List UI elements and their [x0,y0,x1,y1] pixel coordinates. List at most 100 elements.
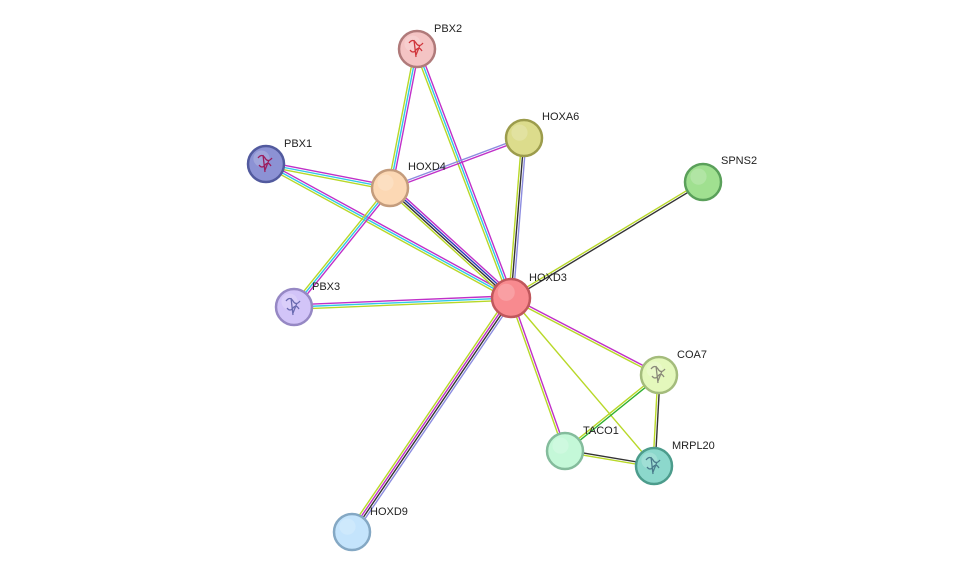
edges-layer [264,47,704,535]
edge-evidence-line [265,165,390,191]
edge-evidence-line [510,180,703,298]
node-highlight [377,174,394,191]
edge-evidence-line [291,186,389,307]
edge-evidence-line [391,185,514,297]
edge-evidence-line [295,188,393,309]
edge-evidence-line [264,165,511,301]
edge-evidence-line [387,189,510,301]
edge-evidence-line [266,161,391,187]
edge-evidence-line [387,48,416,188]
edge-spns2-hoxd3[interactable] [510,180,704,300]
edge-evidence-line [511,182,704,300]
edge-pbx1-hoxd3[interactable] [264,161,513,301]
edge-hoxa6-hoxd4[interactable] [389,136,525,190]
edge-evidence-line [510,297,655,467]
edge-evidence-line [265,163,512,299]
node-hoxd3[interactable]: HOXD3 [490,272,567,319]
edge-hoxd3-coa7[interactable] [510,296,660,377]
edge-pbx1-hoxd4[interactable] [265,161,391,191]
node-hoxd4[interactable]: HOXD4 [370,161,446,208]
node-highlight [497,283,515,301]
edge-evidence-line [352,298,513,534]
node-label: PBX2 [434,23,462,35]
node-circle[interactable] [683,162,723,202]
edge-evidence-line [508,137,523,298]
node-pbx2[interactable]: PBX2 [397,23,462,69]
edge-evidence-line [389,136,524,188]
edge-evidence-line [293,187,391,308]
edge-pbx3-hoxd3[interactable] [293,295,512,310]
edge-evidence-line [418,47,514,298]
node-label: PBX3 [312,281,340,293]
node-highlight [339,518,356,535]
node-highlight [281,293,298,310]
node-pbx3[interactable]: PBX3 [274,281,340,327]
node-label: HOXD9 [370,506,408,518]
edge-evidence-line [390,186,513,298]
edge-evidence-line [293,297,512,308]
node-highlight [253,150,270,167]
edge-evidence-line [414,49,510,300]
edge-hoxd3-mrpl20[interactable] [510,297,655,467]
node-label: MRPL20 [672,440,715,452]
node-circle[interactable] [490,277,532,319]
edge-evidence-line [391,49,420,189]
edge-evidence-line [563,373,659,451]
node-taco1[interactable]: TACO1 [545,425,619,471]
edge-coa7-taco1[interactable] [563,373,661,453]
edge-evidence-line [265,163,391,189]
protein-structure-icon [408,39,424,58]
edge-evidence-line [350,296,511,532]
edge-pbx2-hoxd3[interactable] [414,47,514,300]
edge-evidence-line [266,161,513,297]
edge-evidence-line [511,296,660,375]
protein-structure-icon [257,154,273,173]
edge-evidence-line [294,299,512,310]
node-label: HOXD3 [529,272,567,284]
node-spns2[interactable]: SPNS2 [683,155,757,202]
edge-hoxd3-hoxd9[interactable] [348,295,515,535]
node-circle[interactable] [370,168,410,208]
node-highlight [690,168,707,185]
edge-hoxa6-hoxd3[interactable] [508,137,527,299]
node-circle[interactable] [504,118,544,158]
edge-evidence-line [388,188,511,300]
node-label: COA7 [677,349,707,361]
edge-hoxd4-hoxd3[interactable] [387,185,514,301]
node-hoxa6[interactable]: HOXA6 [504,111,579,158]
protein-structure-icon [285,297,301,316]
edge-evidence-line [512,138,527,299]
node-label: TACO1 [583,425,619,437]
edge-evidence-line [348,295,509,531]
edge-evidence-line [565,375,661,453]
node-hoxd9[interactable]: HOXD9 [332,506,408,552]
edge-evidence-line [390,138,525,190]
edge-evidence-line [509,298,565,452]
edge-evidence-line [510,137,525,299]
edge-evidence-line [511,297,567,451]
edge-evidence-line [293,295,511,306]
protein-structure-icon [645,456,661,475]
edge-pbx2-hoxd4[interactable] [387,48,420,189]
node-pbx1[interactable]: PBX1 [246,138,312,184]
node-label: PBX1 [284,138,312,150]
node-highlight [641,452,658,469]
edge-hoxd3-taco1[interactable] [509,297,567,452]
node-label: HOXA6 [542,111,579,123]
node-mrpl20[interactable]: MRPL20 [634,440,715,486]
edge-evidence-line [354,299,515,535]
node-coa7[interactable]: COA7 [639,349,707,395]
node-highlight [552,437,569,454]
protein-structure-icon [650,365,666,384]
node-circle[interactable] [545,431,585,471]
edge-evidence-line [389,48,418,189]
node-highlight [404,35,421,52]
node-circle[interactable] [332,512,372,552]
edge-evidence-line [416,48,512,299]
node-label: SPNS2 [721,155,757,167]
edge-hoxd4-pbx3[interactable] [291,186,393,309]
node-highlight [646,361,663,378]
edge-evidence-line [510,298,659,377]
